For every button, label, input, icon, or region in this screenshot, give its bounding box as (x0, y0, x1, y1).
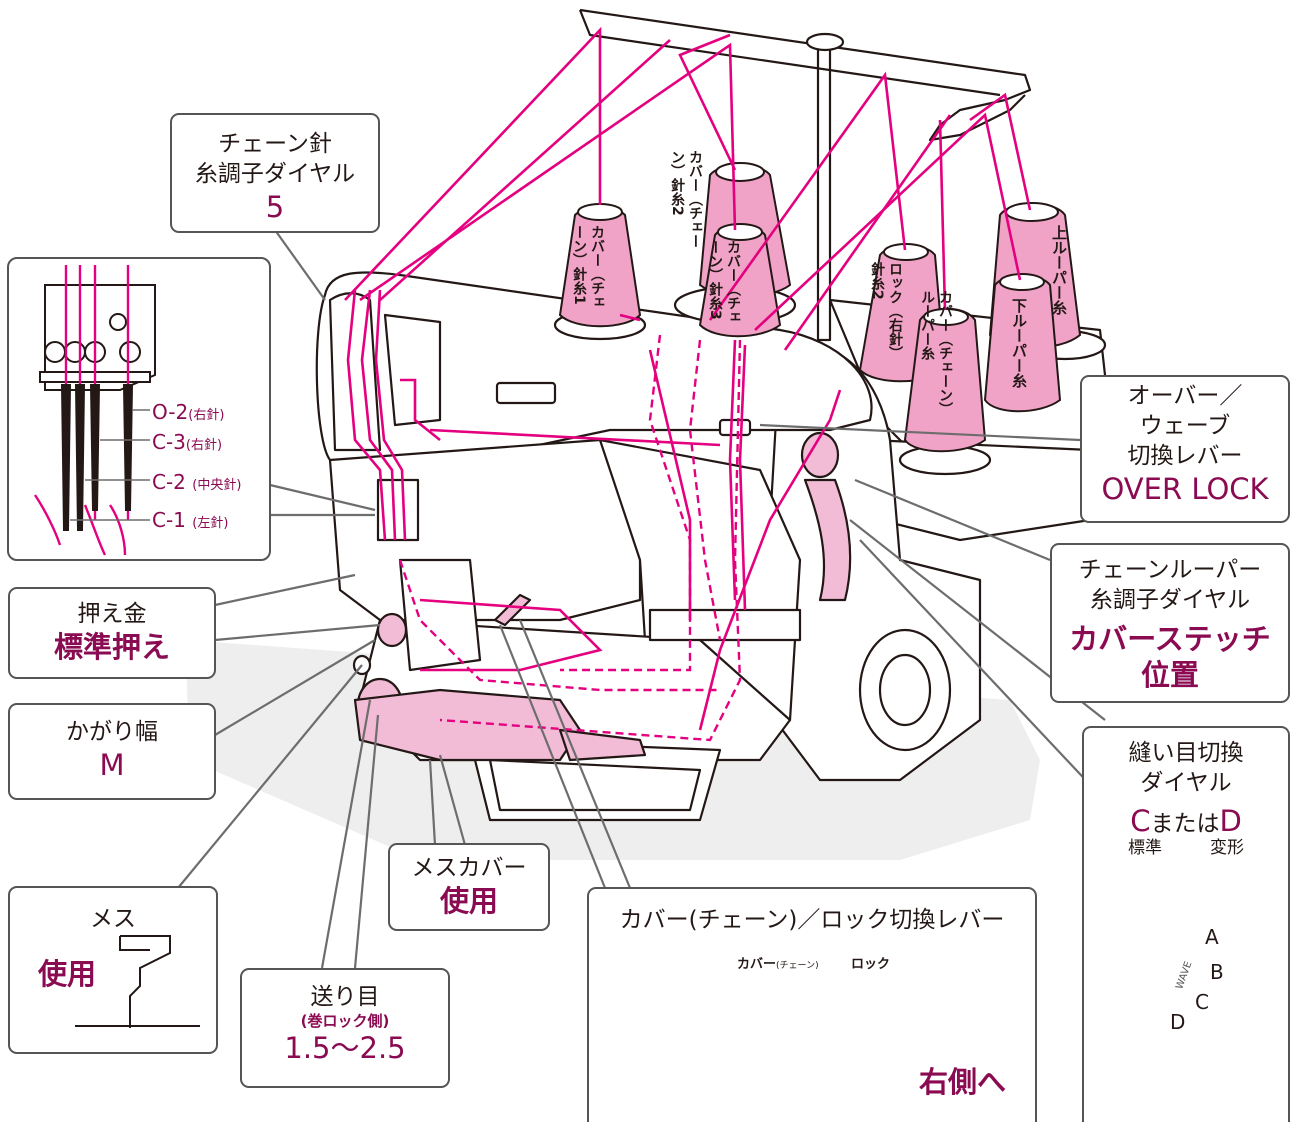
dial-letter-b: B (1210, 960, 1224, 984)
spool-label-upper-looper: 上ルーパー糸 (1050, 225, 1068, 315)
dial-letter-d: D (1170, 1010, 1186, 1034)
dial-letter-c: C (1195, 990, 1209, 1014)
callout-knife-cover: メスカバー 使用 (388, 843, 550, 931)
callout-feed: 送り目 (巻ロック側) 1.5〜2.5 (240, 968, 450, 1088)
needle-label-c1: C-1 (左針) (152, 508, 229, 532)
machine-body (185, 8, 1112, 860)
threads (344, 26, 1032, 731)
callout-chain-needle-tension: チェーン針 糸調子ダイヤル 5 (170, 113, 380, 233)
spool-label-lower-looper: 下ルーパー糸 (1010, 298, 1028, 388)
needle-label-o2: O-2(右針) (152, 400, 225, 424)
callout-cover-lock-lever: カバー(チェーン)／ロック切換レバー カバー(チェーン) ロック 右側へ (587, 887, 1037, 1122)
spools (558, 162, 1082, 453)
callout-stitch-dial: 縫い目切換 ダイヤル CまたはD 標準変形 (1082, 726, 1290, 1122)
spool-label-cover-looper: カバー（チェーン）ルーパー糸 (919, 290, 953, 416)
spool-label-cover-needle-1: カバー（チェーン）針糸1 (571, 225, 605, 309)
callout-knife: メス 使用 (8, 886, 218, 1054)
threads-dashed (398, 334, 742, 742)
needle-inset (7, 257, 271, 561)
spool-label-lock-needle-2: ロック（右針）針糸2 (869, 262, 903, 360)
needle-label-c3: C-3(右針) (152, 430, 223, 454)
dial-letter-a: A (1205, 925, 1219, 949)
knife-symbol (75, 935, 200, 1028)
callout-presser-foot: 押え金 標準押え (8, 587, 216, 679)
callout-chain-looper-tension: チェーンルーパー 糸調子ダイヤル カバーステッチ 位置 (1050, 543, 1290, 703)
callout-width: かがり幅 M (8, 703, 216, 800)
callout-over-wave-lever: オーバー／ ウェーブ 切換レバー OVER LOCK (1080, 375, 1290, 523)
needle-label-c2: C-2 (中央針) (152, 470, 242, 494)
spool-label-cover-needle-2: カバー（チェーン）針糸2 (669, 150, 703, 248)
spool-label-cover-needle-3: カバー（チェーン）針糸3 (707, 240, 741, 324)
